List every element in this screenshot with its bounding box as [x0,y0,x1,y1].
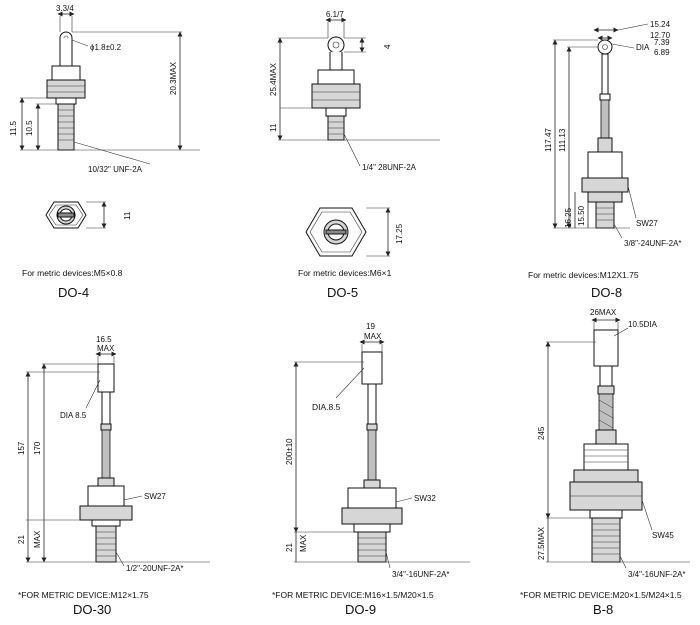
do8-s1: 16.25 [564,207,573,228]
package-body [347,487,397,509]
do9-title: DO-9 [345,602,376,617]
do4-hex: 11 [123,211,132,220]
flex-lead [101,429,111,479]
do30-wmax: MAX [97,344,115,353]
do8-dia1: 7.39 [654,38,670,47]
package-do-5: 6.1/7 4 25.4MAX 11 1/4" 28UNF-2A 17.25 F… [269,10,440,300]
do4-thread: 10/32" UNF-2A [88,165,143,174]
do4-metric-note: For metric devices:M5×0.8 [22,268,123,278]
flex-lead [600,99,610,139]
do8-s2: 15.50 [577,205,586,226]
do5-dim-a: 11 [269,123,278,132]
stud-thread [591,517,621,563]
do5-metric-note: For metric devices:M6×1 [298,268,392,278]
b8-w: 26MAX [590,308,617,317]
stud-thread [57,103,75,151]
do30-w: 16.5 [96,335,112,344]
do8-thread: 3/8"-24UNF-2A* [624,239,682,248]
do4-hole-dim: ϕ1.8±0.2 [90,43,122,52]
do4-dim-b: 10.5 [25,120,34,136]
b8-total: 245 [537,426,546,440]
do30-dim-amax: MAX [33,530,42,548]
flex-lead [367,429,377,481]
do30-metric-note: *FOR METRIC DEVICE:M12×1.75 [18,590,149,600]
b8-metric-note: *FOR METRIC DEVICE:M20×1.5/M24×1.5 [520,590,682,600]
package-cap [51,65,81,81]
do9-dim-a: 21 [285,543,294,552]
package-do-30: 16.5 MAX DIA 8.5 157 170 21 MAX SW27 1/2… [17,335,210,617]
do8-sw: SW27 [636,219,658,228]
do8-dia2: 6.89 [654,48,670,57]
do9-sw: SW32 [414,494,436,503]
do8-title: DO-8 [591,285,622,300]
do30-thread: 1/2"-20UNF-2A* [126,564,184,573]
do8-total: 117.47 [544,128,553,152]
shoulder [55,97,77,105]
do8-dia-label: DIA [636,43,650,52]
b8-thread: 3/4"-16UNF-2A* [628,570,686,579]
do30-total: 157 [17,441,26,455]
stud-thread [595,201,615,229]
b8-title: B-8 [593,602,613,617]
package-do-4: 3.3/4 ϕ1.8±0.2 20.3MAX 11.5 10.5 10/32" … [9,4,200,300]
do4-head-width: 3.3/4 [56,4,74,13]
b8-dim-a: 27.5MAX [537,526,546,560]
hex-base [341,507,403,525]
terminal-eyelet [597,39,613,55]
do5-hole: 4 [383,44,392,49]
do9-thread: 3/4"-16UNF-2A* [392,570,450,579]
hex-base [79,505,133,521]
flex-lead [598,393,614,431]
do8-w1: 15.24 [650,20,671,29]
package-cap [317,69,355,85]
do30-dim-a: 21 [17,535,26,544]
package-body [87,485,125,507]
stud-thread [357,531,387,563]
b8-dia: 10.5DIA [628,320,658,329]
do9-dia: DIA.8.5 [312,402,341,412]
b8-sw: SW45 [652,531,674,540]
do8-inner: 111.13 [558,128,567,152]
do4-title: DO-4 [58,285,89,300]
do9-wmax: MAX [364,332,382,341]
do5-total: 25.4MAX [269,62,278,96]
do30-dia: DIA 8.5 [60,411,87,420]
hex-base [311,83,361,109]
do9-dim-amax: MAX [299,534,308,552]
hex-base [581,177,629,193]
do30-title: DO-30 [73,602,111,617]
do4-dim-a: 11.5 [9,120,18,136]
do9-w: 19 [366,322,375,331]
do4-total: 20.3MAX [169,61,178,95]
package-do-8: 15.24 12.70 DIA 7.39 6.89 117.47 111.13 … [528,20,682,300]
package-b-8: 26MAX 10.5DIA 245 27.5MAX SW45 3/4"-16UN… [520,308,690,617]
do5-head-width: 6.1/7 [326,10,344,19]
do8-metric-note: For metric devices:M12X1.75 [528,270,639,280]
hex-base [46,79,86,99]
do9-total: 200±10 [285,438,294,465]
do5-title: DO-5 [327,285,358,300]
package-do-9: 19 MAX DIA.8.5 200±10 21 MAX SW32 3/4"-1… [272,322,470,617]
do5-thread: 1/4" 28UNF-2A [362,163,417,172]
do5-hex: 17.25 [395,223,404,244]
terminal-eyelet [327,36,345,54]
package-body [587,151,623,179]
do9-metric-note: *FOR METRIC DEVICE:M16×1.5/M20×1.5 [272,590,434,600]
do8-w2: 12.70 [650,31,671,40]
do30-inner: 170 [33,441,42,455]
do30-sw: SW27 [144,492,166,501]
terminal-lead [59,38,73,67]
package-body [583,443,629,471]
